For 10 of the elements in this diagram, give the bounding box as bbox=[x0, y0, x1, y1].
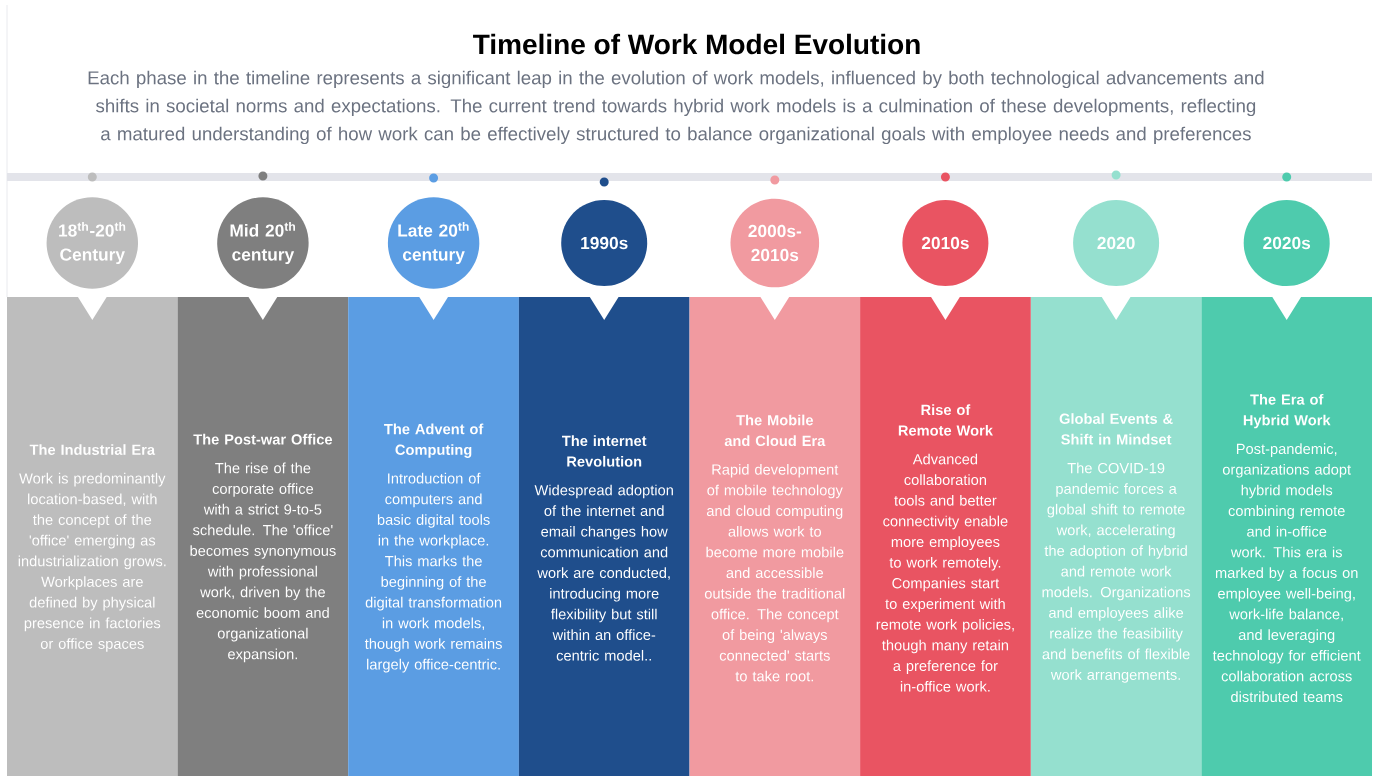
description: Each phase in the timeline represents a significant leap in the evolution of work models, influenced by both technological advancements and shifts in societal norms and expectations. The current trend towards hybrid work models is a culmination of these developments, reflecting a matured understanding of how work can be effectively structured to balance organizational goals with employee needs and preferences bbox=[88, 70, 1264, 145]
phase-panel: The Post-war Office The rise of the corporate office with a strict 9-to-5 schedule. The 'office' becomes synonymous with professional work, driven by the economic boom and organizational expansion. bbox=[177, 296, 349, 776]
phase-panel: Rise of Remote Work Advanced collaboration tools and better connectivity enable more employees to work remotely. Companies start to experiment with remote work policies, though many retain a preference for in-office work. bbox=[860, 296, 1031, 776]
phase-panel: The internet Revolution Widespread adoption of the internet and email changes how communication and work are conducted, introducing more flexibility but still within an office-centric model.. bbox=[518, 296, 690, 776]
phase-panel: The Mobile and Cloud Era Rapid development of mobile technology and cloud computing allows work to become more mobile and accessible outside the traditional office. The concept of being 'always connected' starts to take root. bbox=[689, 296, 861, 776]
phase-panel: The Advent of Computing Introduction of computers and basic digital tools in the workplace. This marks the beginning of the digital transformation in work models, though work remains largely office-centric. bbox=[348, 296, 519, 776]
phase-panel: The Industrial Era Work is predominantly location-based, with the concept of the 'office' emerging as industrialization grows. Workplaces are defined by physical presence in factories or office spaces bbox=[7, 296, 178, 776]
title: Timeline of Work Model Evolution bbox=[473, 33, 920, 55]
phase-panel: Global Events & Shift in Mindset The COVID-19 pandemic forces a global shift to remote work, accelerating the adoption of hybrid and remote work models. Organizations and employees alike realize the feasibility and benefits of flexible work arrangements. bbox=[1030, 296, 1202, 776]
phase-panel: The Era of Hybrid Work Post-pandemic, organizations adopt hybrid models combining remote and in-office work. This era is marked by a focus on employee well-being, work-life balance, and leveraging technology for efficient collaboration across distributed teams bbox=[1201, 296, 1372, 776]
